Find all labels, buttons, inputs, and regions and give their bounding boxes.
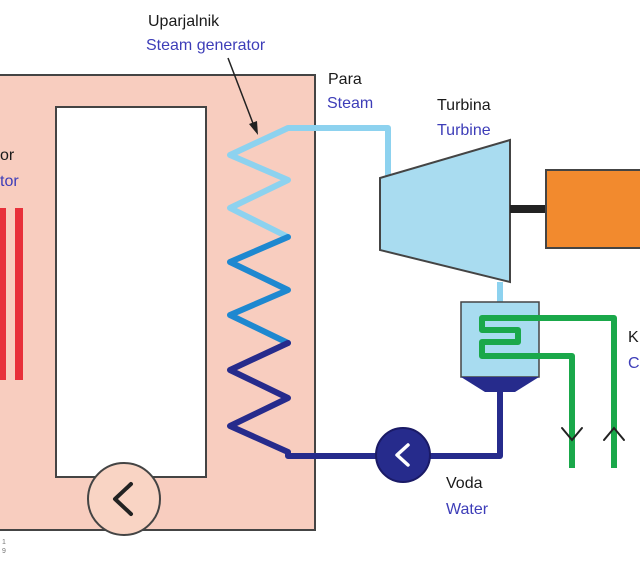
label-turbine-si: Turbina bbox=[437, 97, 491, 114]
steam-generator-coil bbox=[227, 125, 291, 455]
up-arrow-icon bbox=[603, 426, 625, 441]
label-reactor-en: tor bbox=[0, 173, 19, 190]
label-water-si: Voda bbox=[446, 475, 483, 492]
label-steam-en: Steam bbox=[327, 95, 373, 112]
label-water-en: Water bbox=[446, 501, 489, 518]
fuel-rod bbox=[15, 208, 23, 380]
reactor-vessel bbox=[55, 106, 207, 478]
label-condenser-en: C bbox=[628, 355, 640, 372]
label-condenser-si: K bbox=[628, 329, 639, 346]
turbine-shaft bbox=[510, 205, 546, 213]
pointer-arrow bbox=[227, 57, 258, 135]
fuel-rod bbox=[0, 208, 6, 380]
cooling-loop bbox=[479, 315, 617, 468]
label-turbine-en: Turbine bbox=[437, 122, 491, 139]
primary-pump bbox=[87, 462, 161, 536]
chevron-left-icon bbox=[113, 482, 133, 516]
label-reactor-si: or bbox=[0, 147, 15, 164]
feedwater-pump bbox=[375, 427, 431, 483]
label-steam-generator-si: Uparjalnik bbox=[148, 13, 220, 30]
footnote-line-2: 9 bbox=[2, 548, 6, 555]
turbine bbox=[379, 138, 511, 284]
label-steam-si: Para bbox=[328, 71, 362, 88]
footnote-line-1: 1 bbox=[2, 539, 6, 546]
electric-generator bbox=[545, 169, 640, 249]
down-arrow-icon bbox=[561, 427, 583, 442]
fuel-rods bbox=[0, 208, 23, 380]
flow-arrows bbox=[561, 426, 625, 442]
chevron-left-icon bbox=[395, 443, 410, 467]
label-steam-generator-en: Steam generator bbox=[146, 37, 266, 54]
